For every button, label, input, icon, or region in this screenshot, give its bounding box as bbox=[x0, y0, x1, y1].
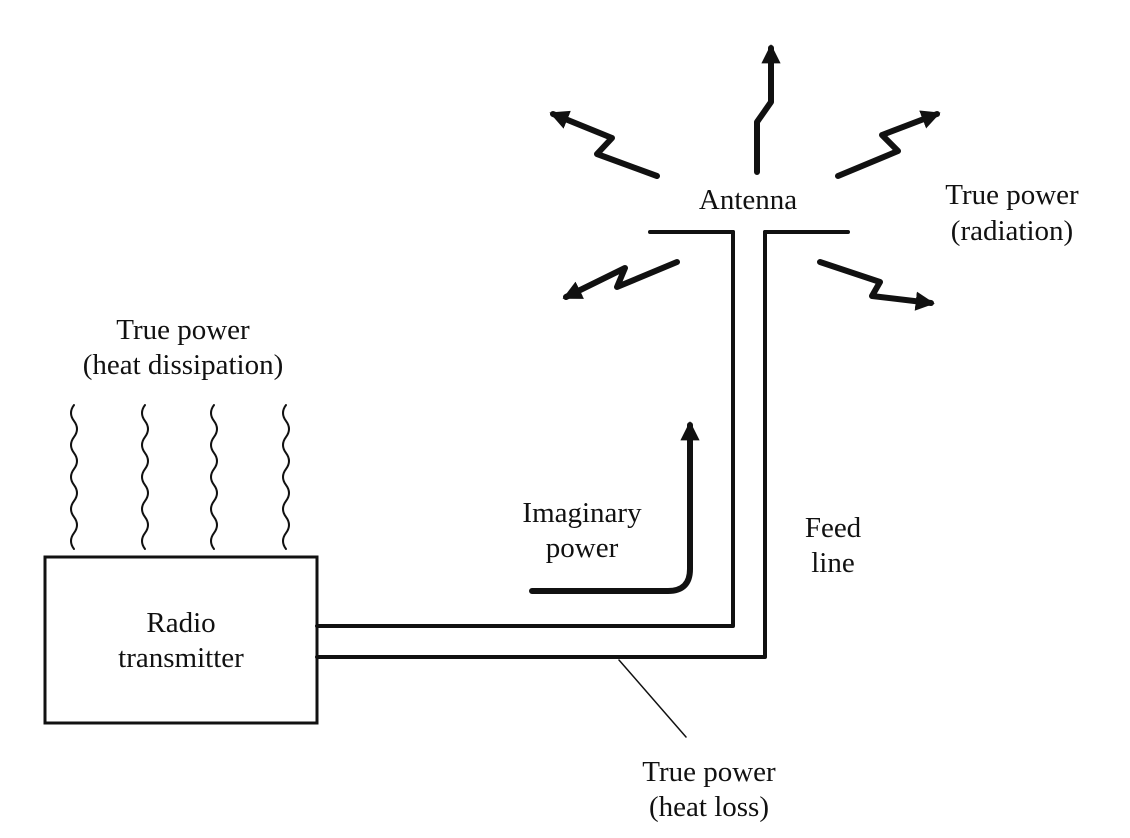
feed-line-label-line2: line bbox=[811, 547, 855, 579]
transmitter-label-line1: Radio bbox=[146, 607, 215, 639]
heat-dissipation-label-line1: True power bbox=[116, 314, 250, 346]
transmitter-label-line2: transmitter bbox=[118, 642, 244, 674]
antenna-label: Antenna bbox=[699, 184, 797, 216]
heat-wave-1 bbox=[70, 404, 78, 550]
radiation-arrow-upper-left bbox=[549, 110, 660, 179]
heat-loss-label-line1: True power bbox=[642, 756, 776, 788]
imaginary-power-label-line1: Imaginary bbox=[522, 497, 642, 529]
radiation-arrow-lower-left bbox=[562, 259, 680, 300]
feed-line-label-line1: Feed bbox=[805, 512, 862, 544]
radiation-arrows bbox=[549, 44, 941, 311]
heat-wave-2 bbox=[141, 404, 149, 550]
radiation-label-line2: (radiation) bbox=[951, 215, 1073, 247]
heat-loss-label-line2: (heat loss) bbox=[649, 791, 769, 823]
radiation-label-line1: True power bbox=[945, 179, 1079, 211]
radiation-arrow-upper-right bbox=[835, 110, 941, 179]
heat-wave-3 bbox=[210, 404, 218, 550]
heat-dissipation-waves bbox=[70, 404, 290, 550]
heat-loss-leader-line bbox=[618, 659, 687, 738]
radiation-arrow-lower-right bbox=[817, 259, 935, 311]
feed-line-inner-conductor bbox=[315, 230, 735, 628]
radiation-arrow-up bbox=[754, 44, 781, 175]
feed-line-outer-conductor bbox=[315, 230, 767, 659]
imaginary-power-arrow bbox=[529, 421, 700, 594]
imaginary-power-label-line2: power bbox=[546, 532, 619, 564]
heat-dissipation-label-line2: (heat dissipation) bbox=[83, 349, 284, 381]
transmitter-box bbox=[43, 555, 319, 725]
heat-wave-4 bbox=[282, 404, 290, 550]
